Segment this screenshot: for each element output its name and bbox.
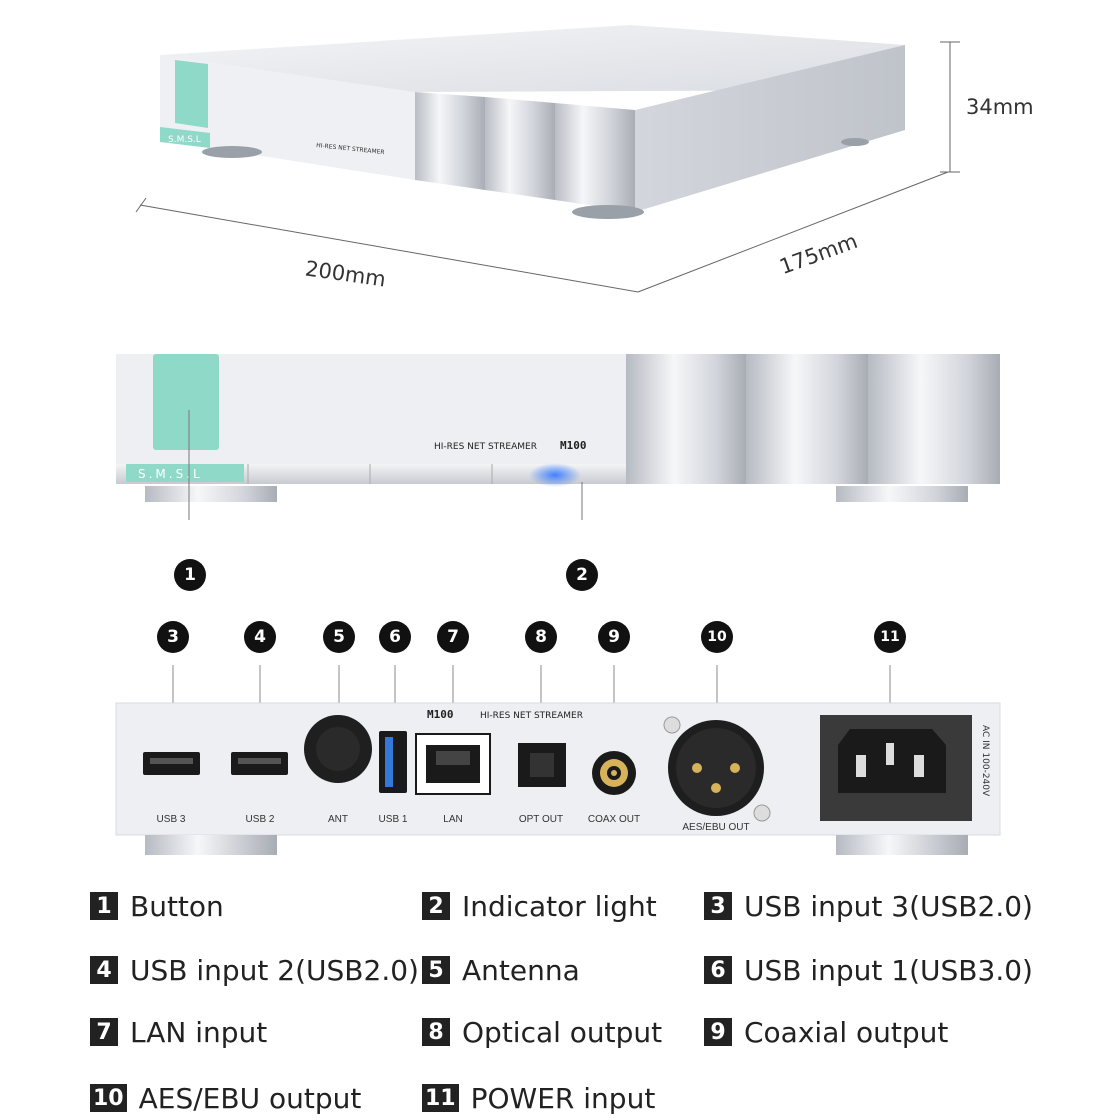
legend-text: Indicator light <box>462 889 657 923</box>
usb2-label: USB 2 <box>245 814 275 825</box>
legend-item-1: 1 Button <box>90 886 224 926</box>
legend-num: 7 <box>90 1018 118 1046</box>
legend-num: 6 <box>704 956 732 984</box>
marker-10: 10 <box>701 621 733 653</box>
device-front-view: S.M.S.L HI-RES NET STREAMER M100 <box>116 354 1000 520</box>
marker-6: 6 <box>379 621 411 653</box>
legend-text: USB input 2(USB2.0) <box>130 953 419 987</box>
legend-item-6: 6 USB input 1(USB3.0) <box>704 950 1033 990</box>
legend-text: Optical output <box>462 1015 663 1049</box>
usb1-label: USB 1 <box>378 814 408 825</box>
legend-num: 2 <box>422 892 450 920</box>
height-dimension: 34mm <box>966 95 1034 119</box>
device-rear-view: M100 HI-RES NET STREAMER AC IN 100-240V <box>115 665 1001 855</box>
legend-num: 10 <box>90 1084 127 1112</box>
legend-item-7: 7 LAN input <box>90 1012 267 1052</box>
legend-text: LAN input <box>130 1015 268 1049</box>
legend-text: POWER input <box>470 1081 656 1115</box>
legend-text: AES/EBU output <box>138 1081 362 1115</box>
legend-num: 5 <box>422 956 450 984</box>
legend-text: Button <box>130 889 224 923</box>
legend-item-3: 3 USB input 3(USB2.0) <box>704 886 1033 926</box>
legend-text: Antenna <box>462 953 580 987</box>
svg-text:S.M.S.L: S.M.S.L <box>168 135 201 145</box>
legend-item-8: 8 Optical output <box>422 1012 662 1052</box>
marker-9: 9 <box>598 621 630 653</box>
marker-1: 1 <box>174 559 206 591</box>
svg-text:HI-RES NET STREAMER: HI-RES NET STREAMER <box>434 442 537 452</box>
ant-label: ANT <box>328 814 348 825</box>
legend-num: 1 <box>90 892 118 920</box>
legend-text: USB input 1(USB3.0) <box>744 953 1033 987</box>
legend-item-4: 4 USB input 2(USB2.0) <box>90 950 419 990</box>
legend-num: 3 <box>704 892 732 920</box>
legend-text: USB input 3(USB2.0) <box>744 889 1033 923</box>
marker-8: 8 <box>525 621 557 653</box>
marker-5: 5 <box>323 621 355 653</box>
coax-out-label: COAX OUT <box>587 814 641 825</box>
legend-text: Coaxial output <box>744 1015 949 1049</box>
svg-text:M100: M100 <box>560 439 587 452</box>
legend-num: 4 <box>90 956 118 984</box>
marker-2: 2 <box>566 559 598 591</box>
marker-4: 4 <box>244 621 276 653</box>
svg-text:S.M.S.L: S.M.S.L <box>138 467 203 481</box>
legend-item-5: 5 Antenna <box>422 950 580 990</box>
svg-text:M100: M100 <box>427 708 454 721</box>
legend-item-2: 2 Indicator light <box>422 886 657 926</box>
device-3d-view: S.M.S.L HI-RES NET STREAMER <box>135 25 960 293</box>
svg-text:HI-RES NET STREAMER: HI-RES NET STREAMER <box>480 711 583 721</box>
opt-out-label: OPT OUT <box>518 814 564 825</box>
marker-7: 7 <box>437 621 469 653</box>
legend-num: 8 <box>422 1018 450 1046</box>
legend-num: 11 <box>422 1084 459 1112</box>
lan-label: LAN <box>443 814 463 825</box>
marker-3: 3 <box>157 621 189 653</box>
legend-num: 9 <box>704 1018 732 1046</box>
aes-ebu-out-label: AES/EBU OUT <box>682 822 750 833</box>
legend-item-9: 9 Coaxial output <box>704 1012 948 1052</box>
legend-item-11: 11 POWER input <box>422 1078 655 1118</box>
marker-11: 11 <box>874 621 906 653</box>
legend-item-10: 10 AES/EBU output <box>90 1078 361 1118</box>
svg-text:AC IN 100-240V: AC IN 100-240V <box>980 725 990 797</box>
usb3-label: USB 3 <box>156 814 186 825</box>
